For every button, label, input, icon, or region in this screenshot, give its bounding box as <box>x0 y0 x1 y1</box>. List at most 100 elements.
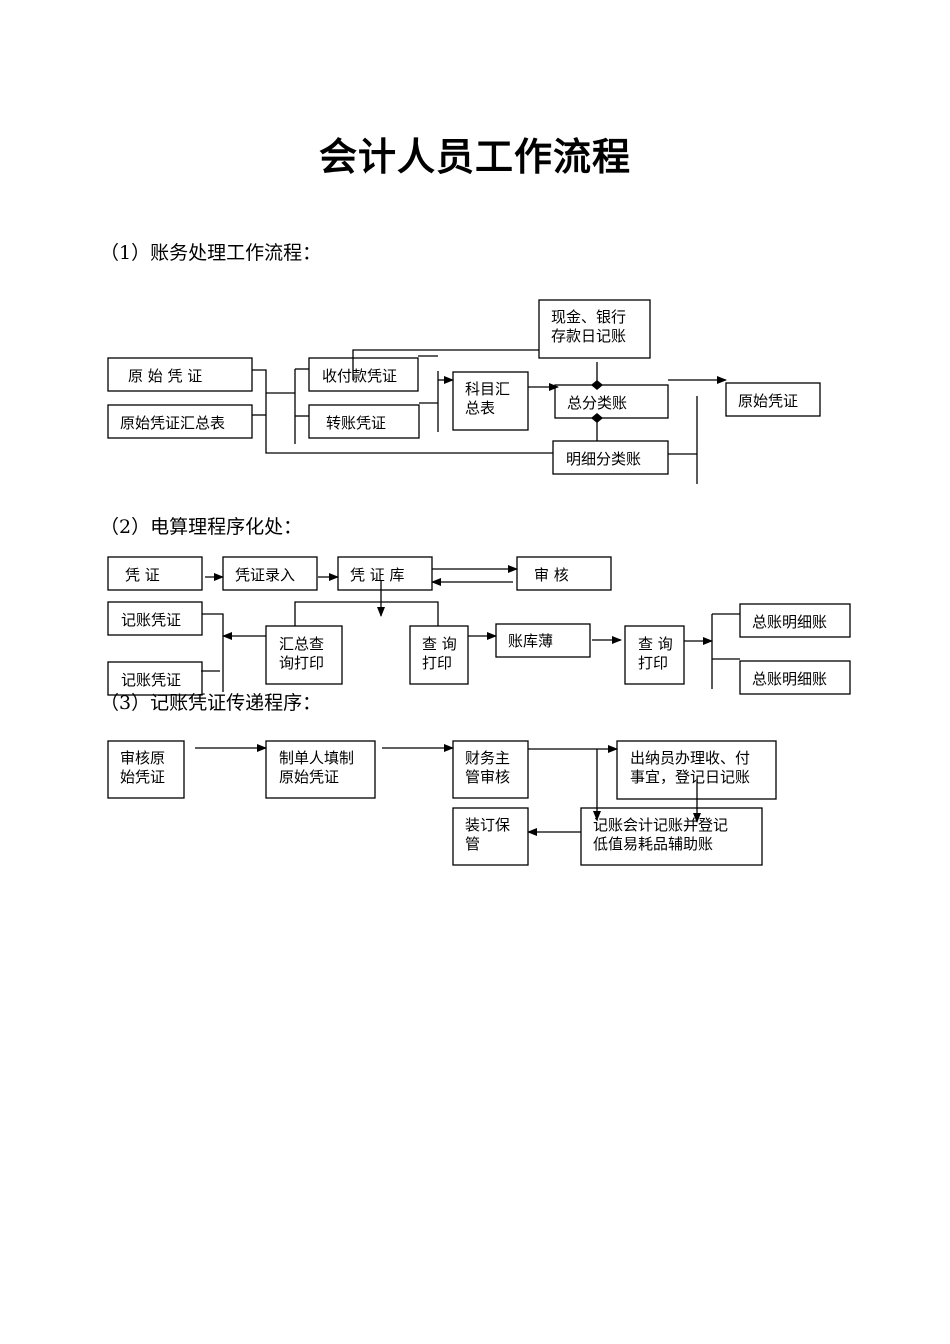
box-frame <box>452 371 529 431</box>
box-voucher: 凭 证 <box>107 556 203 591</box>
box-receipt-payment-voucher: 收付款凭证 <box>308 357 419 392</box>
box-label: 事宜，登记日记账 <box>630 768 750 786</box>
box-label: 制单人填制 <box>279 749 354 767</box>
box-frame <box>107 357 253 392</box>
box-label: 打印 <box>638 654 668 672</box>
box-frame <box>725 382 821 417</box>
box-label: 原始凭证 <box>279 768 339 786</box>
box-frame <box>452 740 529 799</box>
box-general-detail-ledger-1: 总账明细账 <box>739 603 851 638</box>
box-frame <box>739 603 851 638</box>
section2-flowchart: 凭 证 凭证录入 凭 证 库 审 核 记账凭证 记账凭证 汇总查 询打印 <box>107 556 851 696</box>
connector-line <box>252 369 553 454</box>
box-general-ledger: 总分类账 <box>554 384 669 419</box>
box-label: 始凭证 <box>120 768 165 786</box>
box-frame <box>739 660 851 695</box>
box-label: 科目汇 <box>465 380 510 398</box>
connector-line <box>352 349 539 380</box>
box-label: 记账会计记账并登记 <box>593 816 728 834</box>
box-subject-summary: 科目汇 总表 <box>452 371 529 431</box>
box-frame <box>265 740 376 799</box>
section3-heading: （3）记账凭证传递程序： <box>100 692 322 714</box>
box-query-print-2: 查 询 打印 <box>624 625 685 685</box>
section1-heading: （1）账务处理工作流程： <box>100 242 322 264</box>
connector-line <box>294 601 439 626</box>
box-frame <box>624 625 685 685</box>
box-label: 打印 <box>422 654 452 672</box>
box-frame <box>580 807 763 866</box>
section1-flowchart: 原 始 凭 证 原始凭证汇总表 收付款凭证 转账凭证 科目汇 总表 现金、银行 … <box>107 299 821 484</box>
box-query-print: 查 询 打印 <box>409 625 469 685</box>
box-label: 记账凭证 <box>121 611 181 629</box>
box-label: 装订保 <box>465 816 510 834</box>
box-label: 审核原 <box>120 749 165 767</box>
box-frame <box>107 740 185 799</box>
box-frame <box>107 556 203 591</box>
section3-connectors <box>195 744 701 836</box>
box-frame <box>538 299 651 359</box>
box-binding-storage: 装订保 管 <box>452 807 529 866</box>
box-label: 原 始 凭 证 <box>128 367 202 385</box>
box-bookkeeping-voucher-1: 记账凭证 <box>107 601 203 636</box>
box-label: 管审核 <box>465 768 510 786</box>
box-label: 汇总查 <box>279 635 324 653</box>
box-frame <box>265 625 343 685</box>
box-frame <box>222 556 318 591</box>
section1-connectors <box>252 349 727 484</box>
box-accountant: 记账会计记账并登记 低值易耗品辅助账 <box>580 807 763 866</box>
box-cash-bank-journal: 现金、银行 存款日记账 <box>538 299 651 359</box>
section3-flowchart: 审核原 始凭证 制单人填制 原始凭证 财务主 管审核 出纳员办理收、付 事宜，登… <box>107 740 777 866</box>
box-label: 出纳员办理收、付 <box>630 749 750 767</box>
box-frame <box>495 623 591 658</box>
box-label: 管 <box>465 835 480 853</box>
section2-connectors <box>201 565 740 692</box>
box-label: 原始凭证汇总表 <box>120 414 225 432</box>
box-frame <box>107 601 203 636</box>
box-ledger-book: 账库薄 <box>495 623 591 658</box>
box-label: 账库薄 <box>508 632 553 650</box>
box-label: 现金、银行 <box>551 308 626 326</box>
box-label: 财务主 <box>465 749 510 767</box>
box-preparer-fill: 制单人填制 原始凭证 <box>265 740 376 799</box>
section2-heading: （2）电算理程序化处： <box>100 516 303 538</box>
box-label: 转账凭证 <box>326 414 386 432</box>
box-label: 原始凭证 <box>738 392 798 410</box>
box-label: 总账明细账 <box>752 670 827 688</box>
box-transfer-voucher: 转账凭证 <box>308 404 420 439</box>
box-label: 审 核 <box>534 566 569 584</box>
box-frame <box>452 807 529 866</box>
document-title: 会计人员工作流程 <box>318 135 631 179</box>
box-voucher-db: 凭 证 库 <box>337 556 433 591</box>
box-label: 总分类账 <box>567 394 627 412</box>
box-label: 低值易耗品辅助账 <box>593 835 713 853</box>
box-label: 查 询 <box>422 635 457 653</box>
box-label: 记账凭证 <box>121 671 181 689</box>
box-frame <box>337 556 433 591</box>
box-subsidiary-ledger: 明细分类账 <box>552 440 669 475</box>
box-label: 总账明细账 <box>752 613 827 631</box>
box-label: 凭证录入 <box>235 566 295 584</box>
box-frame <box>308 357 419 392</box>
box-label: 存款日记账 <box>551 327 626 345</box>
box-frame <box>554 384 669 419</box>
connector-line <box>202 613 224 692</box>
box-original-voucher-summary: 原始凭证汇总表 <box>107 404 253 439</box>
box-finance-supervisor: 财务主 管审核 <box>452 740 529 799</box>
box-original-voucher-right: 原始凭证 <box>725 382 821 417</box>
box-label: 凭 证 库 <box>350 566 405 584</box>
box-bookkeeping-voucher-2: 记账凭证 <box>107 661 203 696</box>
box-audit-original: 审核原 始凭证 <box>107 740 185 799</box>
box-audit: 审 核 <box>516 556 612 591</box>
box-voucher-entry: 凭证录入 <box>222 556 318 591</box>
box-label: 明细分类账 <box>566 450 641 468</box>
box-frame <box>552 440 669 475</box>
box-frame <box>308 404 420 439</box>
box-label: 收付款凭证 <box>322 367 397 385</box>
box-summary-query-print: 汇总查 询打印 <box>265 625 343 685</box>
box-frame <box>107 404 253 439</box>
box-label: 凭 证 <box>125 566 160 584</box>
box-label: 总表 <box>465 399 495 417</box>
box-label: 查 询 <box>638 635 673 653</box>
box-label: 询打印 <box>279 654 324 672</box>
